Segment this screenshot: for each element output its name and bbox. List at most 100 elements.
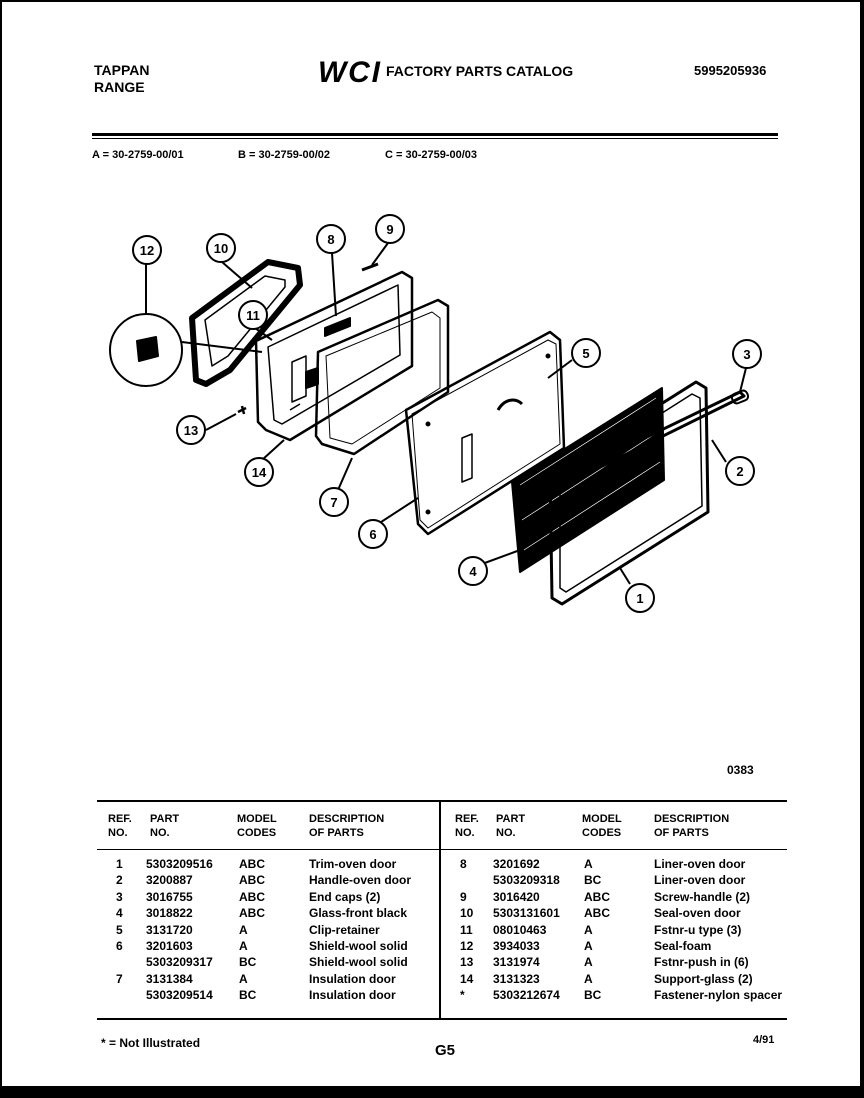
row-ref: 11	[460, 922, 473, 937]
svg-text:10: 10	[214, 241, 228, 256]
row-model-codes: BC	[239, 955, 257, 970]
row-description: End caps (2)	[309, 889, 381, 904]
brand-block: TAPPAN RANGE	[94, 62, 149, 96]
row-model-codes: ABC	[584, 906, 610, 921]
row-model-codes: A	[584, 971, 593, 986]
callout-2	[725, 456, 755, 486]
handle-oven-door-part	[561, 390, 746, 486]
row-model-codes: ABC	[239, 889, 265, 904]
table-header-rule	[97, 849, 787, 850]
svg-text:7: 7	[330, 495, 337, 510]
row-ref: 5	[116, 922, 123, 937]
row-ref: 6	[116, 939, 123, 953]
row-part-number: 3934033	[493, 939, 540, 953]
callout-6	[358, 519, 388, 549]
row-part-number: 5303131601	[493, 906, 560, 921]
callout-11	[238, 300, 268, 330]
row-model-codes: ABC	[239, 857, 265, 871]
wci-logo: WCI	[318, 56, 381, 86]
row-part-number: 5303209514	[146, 988, 213, 1003]
row-description: Support-glass (2)	[654, 971, 753, 986]
product-name: RANGE	[94, 79, 145, 95]
insulation-door-part	[314, 298, 450, 456]
row-ref: 4	[116, 906, 123, 921]
row-ref: 13	[460, 955, 474, 970]
row-part-number: 3016420	[493, 889, 540, 904]
row-description: Insulation door	[309, 988, 396, 1003]
model-code-b: B = 30-2759-00/02	[238, 149, 331, 161]
table-column-divider	[439, 802, 441, 1020]
row-description: Clip-retainer	[309, 922, 380, 937]
header-rule-thin	[92, 138, 778, 139]
callout-3	[732, 339, 762, 369]
row-description: Shield-wool solid	[309, 955, 408, 970]
shield-wool-part	[404, 330, 566, 536]
row-ref: 10	[460, 906, 474, 921]
row-ref: 2	[116, 873, 123, 888]
callout-4	[458, 556, 488, 586]
row-ref: 14	[460, 971, 474, 986]
header-ref-right: REF.NO.	[455, 813, 479, 839]
svg-text:11: 11	[246, 308, 260, 323]
row-description: Handle-oven door	[309, 873, 412, 888]
row-part-number: 3201692	[493, 857, 540, 871]
row-model-codes: A	[239, 971, 248, 986]
row-model-codes: A	[584, 857, 593, 871]
brand-name: TAPPAN	[94, 62, 150, 78]
trim-oven-door-part	[548, 380, 710, 606]
row-ref: 3	[116, 889, 123, 904]
row-description: Liner-oven door	[654, 857, 746, 871]
row-part-number: 3200887	[146, 873, 193, 888]
row-model-codes: BC	[584, 873, 602, 888]
catalog-title: FACTORY PARTS CATALOG	[386, 63, 574, 79]
svg-text:5: 5	[582, 346, 589, 361]
row-description: Screw-handle (2)	[654, 889, 751, 904]
svg-text:8: 8	[327, 232, 334, 247]
header-ref-left: REF.NO.	[108, 813, 132, 839]
row-model-codes: A	[239, 922, 248, 937]
callout-8	[316, 224, 346, 254]
table-bottom-rule	[97, 1018, 787, 1020]
callout-13	[176, 415, 206, 445]
row-model-codes: BC	[239, 988, 257, 1003]
row-model-codes: A	[584, 955, 593, 970]
model-code-a: A = 30-2759-00/01	[92, 149, 184, 161]
row-description: Insulation door	[309, 971, 396, 986]
row-description: Liner-oven door	[654, 873, 746, 888]
row-description: Fstnr-push in (6)	[654, 955, 749, 970]
row-part-number: 3131974	[493, 955, 540, 970]
row-model-codes: A	[239, 939, 248, 953]
header-rule	[92, 133, 778, 136]
svg-text:6: 6	[369, 527, 376, 542]
row-ref: 7	[116, 971, 123, 986]
row-description: Seal-foam	[654, 939, 712, 953]
seal-oven-door-part	[189, 259, 303, 387]
row-description: Seal-oven door	[654, 906, 741, 921]
svg-text:1: 1	[636, 591, 643, 606]
publication-date: 4/91	[753, 1034, 775, 1046]
row-ref: 8	[460, 857, 467, 871]
table-top-rule	[97, 800, 787, 802]
row-ref: *	[460, 988, 465, 1003]
row-model-codes: ABC	[239, 906, 265, 921]
row-model-codes: A	[584, 922, 593, 937]
row-description: Glass-front black	[309, 906, 408, 921]
page-number: G5	[435, 1042, 456, 1059]
svg-text:4: 4	[469, 564, 477, 579]
callout-5	[571, 338, 601, 368]
row-part-number: 5303209317	[146, 955, 213, 970]
callout-9	[375, 214, 405, 244]
svg-text:3: 3	[743, 347, 750, 362]
row-model-codes: ABC	[239, 873, 265, 888]
row-description: Trim-oven door	[309, 857, 397, 871]
model-code-c: C = 30-2759-00/03	[385, 149, 478, 161]
liner-oven-door-part	[254, 270, 414, 442]
callout-10	[206, 233, 236, 263]
